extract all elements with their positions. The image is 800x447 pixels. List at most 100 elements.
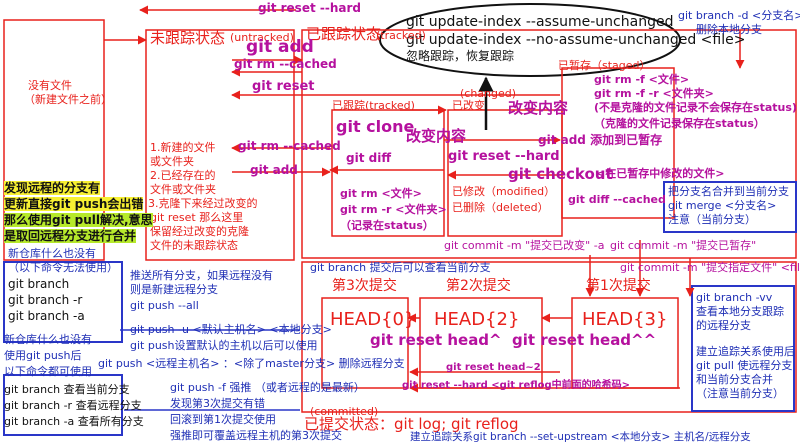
- untracked-region: [145, 29, 295, 261]
- commit-changed: git commit -m "提交已改变" -a: [444, 239, 605, 252]
- reflog-reset: git reset --hard <git reflog中前面的哈希码>: [402, 380, 631, 391]
- push-f-desc2: 回滚到第1次提交使用: [170, 413, 276, 426]
- git-reset-top: git reset: [252, 79, 315, 94]
- no-file-box: [3, 19, 105, 261]
- new-before-label: （新建文件之前）: [24, 93, 112, 106]
- rm-f-r-cmd: git rm -f -r <文件夹>: [594, 87, 714, 100]
- reset-head1: git reset head^: [370, 331, 502, 349]
- commit-region: [301, 261, 797, 413]
- git-add-top: git add: [246, 37, 314, 57]
- note-3: 2.已经存在的: [150, 169, 216, 182]
- git-add-mid: git add: [250, 163, 298, 177]
- branch-vv-box: [691, 285, 795, 412]
- conflict-1: 发现远程的分支有: [4, 181, 101, 195]
- reset-hard-top: git reset --hard: [258, 1, 361, 15]
- branch-d-desc: 删除本地分支: [696, 23, 762, 36]
- track-desc1: 建立追踪关系使用后: [696, 345, 795, 358]
- tracked-label: 已跟踪(tracked): [332, 99, 415, 112]
- untracked-tag: (untracked): [230, 31, 294, 44]
- push-all-desc1: 推送所有分支，如果远程没有: [130, 269, 273, 282]
- after-push-3: 以下命令都可使用: [4, 365, 92, 378]
- view-branch-1: git branch 查看当前分支: [4, 383, 130, 396]
- note-5: 3.克隆下来经过改变的: [148, 197, 258, 210]
- conflict-3: 那么使用git pull解决,意思: [4, 213, 153, 227]
- new-repo-label: 新仓库什么也没有: [8, 247, 96, 260]
- branch-vv-cmd: git branch -vv: [696, 291, 773, 304]
- committed-tag: (committed): [310, 405, 379, 418]
- reset-head-n: git reset head~2: [446, 362, 541, 373]
- branch-view-note: git branch 提交后可以查看当前分支: [310, 261, 491, 274]
- note-1: 1.新建的文件: [150, 141, 216, 154]
- ignore-label: 忽略跟踪，恢复跟踪: [406, 49, 515, 63]
- tracked-region: [301, 29, 797, 259]
- branch-cmd-1: git branch: [8, 277, 70, 291]
- note-6: git reset 那么这里: [150, 211, 244, 224]
- third-commit-label: 第3次提交: [332, 278, 397, 294]
- rm-note2: （克隆的文件记录保存在status）: [594, 117, 765, 130]
- merge-desc1: 把分支名合并到当前分支: [668, 185, 789, 198]
- change-content-2: 改变内容: [406, 127, 467, 145]
- checkout-note: <在已暂存中修改的文件>: [596, 167, 725, 180]
- view-branch-2: git branch -r 查看远程分支: [4, 399, 142, 412]
- push-u-desc: git push设置默认的主机以后可以使用: [130, 339, 318, 352]
- track-desc2: git pull 使远程分支: [696, 359, 793, 372]
- conflict-2: 更新直接git push会出错: [4, 197, 144, 211]
- git-rm-cached-mid: git rm --cached: [238, 139, 341, 153]
- view-branch-3: git branch -a 查看所有分支: [4, 415, 144, 428]
- new-repo-box: [3, 261, 123, 343]
- conflict-4: 是取回远程分支进行合并: [4, 229, 137, 243]
- push-u-cmd: git push -u <默认主机名> <本地分支>: [130, 323, 332, 336]
- view-branch-box: [3, 374, 123, 436]
- note-8: 文件的未跟踪状态: [150, 239, 238, 252]
- assume-unchanged-cmd: git update-index --assume-unchanged: [406, 14, 674, 30]
- push-all-cmd: git push --all: [130, 299, 199, 312]
- head0-label: HEAD{0}: [330, 309, 416, 330]
- push-f-desc3: 强推即可覆盖远程主机的第3次提交: [170, 429, 342, 442]
- reset-head2: git reset head^^: [512, 331, 657, 349]
- push-all-desc2: 则是新建远程分支: [130, 283, 218, 296]
- note-7: 保留经过改变的克隆: [150, 225, 249, 238]
- branch-cmd-3: git branch -a: [8, 309, 85, 323]
- after-push-2: 使用git push后: [4, 349, 82, 362]
- head2-label: HEAD{2}: [434, 309, 520, 330]
- merge-box: [663, 181, 797, 233]
- git-rm-dir: git rm -r <文件夹>: [340, 203, 447, 216]
- branch-vv-desc2: 的远程分支: [696, 319, 751, 332]
- reset-hard-mid: git reset --hard: [448, 149, 560, 164]
- commit-file: git commit -m "提交指定文件" <file>: [620, 261, 800, 274]
- deleted-label: 已删除（deleted）: [452, 201, 549, 214]
- note-4: 文件或文件夹: [150, 183, 216, 196]
- change-content-1: 改变内容: [508, 99, 569, 117]
- branch-vv-desc1: 查看本地分支跟踪: [696, 305, 784, 318]
- push-delete-cmd: git push <远程主机名> ：<除了master分支> 删除远程分支: [98, 357, 405, 370]
- modified-label: 已修改（modified）: [452, 185, 556, 198]
- changed-label: 已改变: [452, 99, 485, 112]
- track-desc3: 和当前分支合并: [696, 373, 773, 386]
- tracked-tag: (tracked): [376, 29, 426, 42]
- git-rm-file: git rm <文件>: [340, 187, 422, 200]
- ignore-ellipse: [379, 3, 681, 77]
- committed-label: 已提交状态：git log; git reflog: [304, 415, 519, 433]
- untracked-title: 未跟踪状态: [150, 29, 226, 47]
- track-desc4: （注意当前分支）: [696, 387, 784, 400]
- commit3-box: [321, 297, 409, 389]
- head3-label: HEAD{3}: [582, 309, 668, 330]
- new-repo-note: （以下命令无法使用）: [8, 261, 118, 274]
- add-to-stage: git add 添加到已暂存: [538, 133, 663, 147]
- staged-inner: [561, 67, 675, 219]
- rm-note1: (不是克隆的文件记录不会保存在status): [594, 101, 797, 114]
- rm-status-note: （记录在status）: [340, 219, 434, 232]
- staged-label: 已暂存（staged）: [558, 59, 651, 72]
- set-upstream-cmd: 建立追踪关系git branch --set-upstream <本地分支> 主…: [410, 431, 751, 443]
- commit-staged: git commit -m "提交已暂存": [610, 239, 757, 252]
- git-clone-label: git clone: [336, 117, 415, 136]
- tracked-title: 已跟踪状态: [306, 25, 382, 43]
- first-commit-label: 第1次提交: [586, 278, 651, 294]
- branch-cmd-2: git branch -r: [8, 293, 83, 307]
- note-2: 或文件夹: [150, 155, 194, 168]
- after-push-1: 新仓库什么也没有: [4, 333, 92, 346]
- changed-tag: (changed): [460, 87, 517, 100]
- branch-d-cmd: git branch -d <分支名>: [678, 9, 800, 22]
- second-commit-label: 第2次提交: [446, 278, 511, 294]
